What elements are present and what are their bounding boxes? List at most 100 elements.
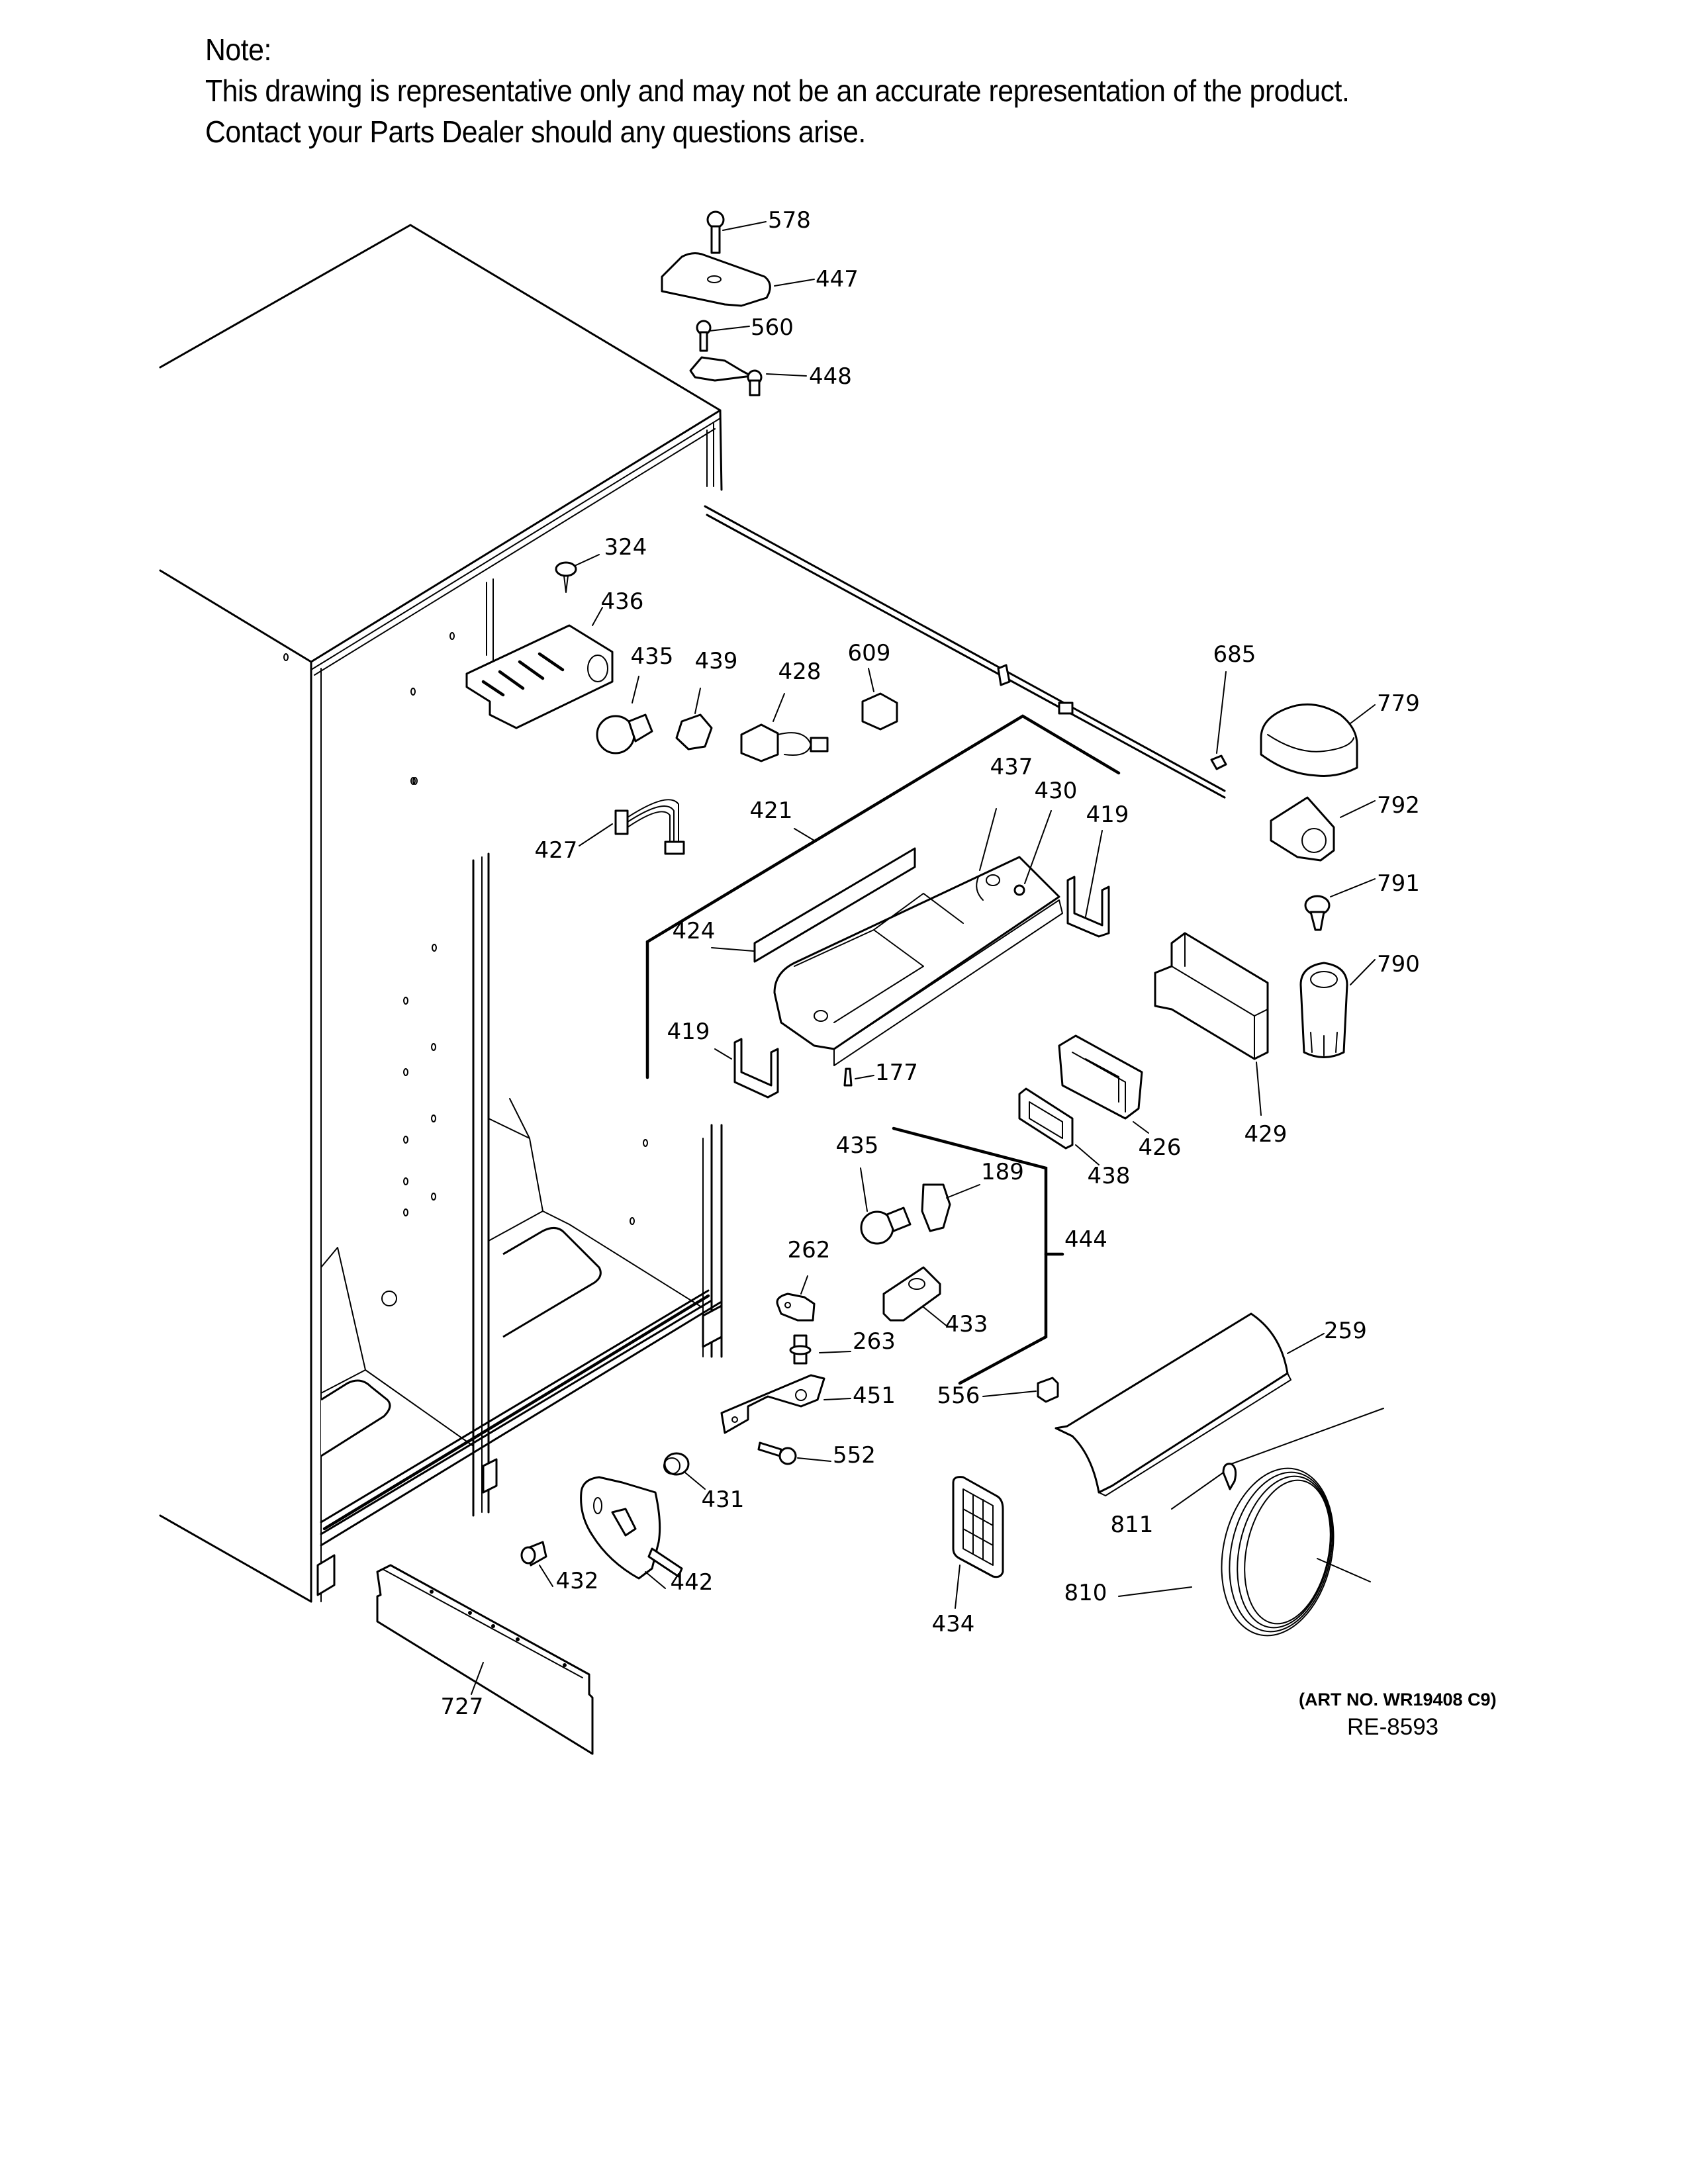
label-189: 189	[981, 1159, 1024, 1185]
label-428: 428	[778, 659, 821, 685]
label-429: 429	[1244, 1121, 1288, 1148]
label-439: 439	[695, 648, 738, 674]
label-451: 451	[853, 1383, 896, 1409]
filter-cover-779	[1260, 703, 1376, 777]
label-434: 434	[932, 1611, 975, 1637]
label-437: 437	[990, 754, 1033, 780]
label-262: 262	[788, 1237, 831, 1263]
cabinet-mounting-holes	[283, 632, 648, 1225]
label-424: 424	[673, 918, 716, 944]
toe-grille-727	[376, 1564, 594, 1755]
housing-429	[1154, 932, 1269, 1116]
label-427: 427	[535, 837, 578, 864]
label-811: 811	[1111, 1512, 1154, 1538]
label-259: 259	[1324, 1318, 1367, 1344]
tubing-coil-810	[1118, 1467, 1371, 1637]
label-448: 448	[809, 363, 852, 390]
screw-552	[757, 1441, 831, 1465]
wire-harness-427	[579, 799, 685, 855]
wire-437	[976, 808, 997, 901]
light-socket-439	[675, 688, 713, 751]
light-socket-189	[921, 1183, 980, 1232]
label-792: 792	[1377, 792, 1420, 819]
cam-262	[776, 1275, 816, 1322]
label-435-upper: 435	[631, 643, 674, 670]
top-hinge-assembly	[661, 210, 815, 396]
label-435-lower: 435	[836, 1132, 879, 1159]
label-790: 790	[1377, 951, 1420, 978]
label-426: 426	[1139, 1134, 1182, 1161]
label-419-right: 419	[1086, 801, 1129, 828]
label-438: 438	[1088, 1163, 1131, 1189]
label-177: 177	[875, 1060, 918, 1086]
light-lens-438	[1018, 1087, 1100, 1165]
filter-head-792	[1270, 796, 1376, 862]
label-436: 436	[601, 588, 644, 615]
clip-419-left	[714, 1038, 779, 1099]
switch-428	[740, 693, 829, 762]
dispenser-assembly-421	[645, 714, 1121, 1099]
clip-419-right	[1066, 830, 1110, 938]
hinge-cover-447	[661, 252, 815, 307]
screw-685	[1210, 671, 1227, 770]
light-shield-436	[465, 607, 614, 729]
label-791: 791	[1377, 870, 1420, 897]
label-779: 779	[1377, 690, 1420, 717]
refrigerator-cabinet	[159, 224, 1226, 1603]
water-filter-790	[1299, 959, 1376, 1058]
dispenser-cover-426	[1058, 1034, 1149, 1134]
hinge-448	[689, 356, 807, 396]
label-432: 432	[556, 1568, 599, 1594]
tubing-811	[1171, 1408, 1384, 1510]
label-430: 430	[1035, 778, 1078, 804]
label-810: 810	[1064, 1580, 1107, 1606]
reference-number: RE-8593	[1347, 1714, 1439, 1740]
water-filter-assembly	[1018, 671, 1376, 1165]
label-419-left: 419	[667, 1019, 710, 1045]
screw-177	[843, 1068, 874, 1087]
note-disclaimer-line: This drawing is representative only and …	[205, 73, 1350, 108]
light-assembly-444	[860, 1126, 1064, 1385]
part-labels: 578 447 560 448 324 436 435 439 428 609 …	[441, 207, 1420, 1720]
cam-plate-442	[580, 1476, 683, 1589]
bushing-431	[663, 1452, 706, 1490]
label-552: 552	[833, 1442, 876, 1469]
label-324: 324	[604, 534, 647, 561]
filter-bypass-791	[1304, 878, 1376, 931]
label-578: 578	[768, 207, 811, 234]
upper-components	[465, 554, 898, 855]
art-number: (ART NO. WR19408 C9)	[1299, 1690, 1497, 1709]
label-421: 421	[750, 797, 793, 824]
nut-430	[1013, 810, 1052, 896]
label-442: 442	[671, 1569, 714, 1596]
label-609: 609	[848, 640, 891, 666]
bottom-right-parts	[952, 1312, 1384, 1637]
light-bulb-435-lower	[860, 1167, 912, 1245]
push-pin-324	[555, 554, 600, 593]
shield-259	[1055, 1312, 1325, 1496]
hinge-451	[720, 1374, 851, 1434]
relay-609	[861, 668, 898, 731]
socket-433	[882, 1266, 949, 1328]
control-board-424	[711, 847, 916, 963]
bushing-432	[520, 1541, 553, 1587]
label-685: 685	[1213, 641, 1256, 668]
note-title: Note:	[205, 32, 271, 67]
screw-578	[706, 210, 767, 254]
label-556: 556	[937, 1383, 980, 1409]
lower-hinge-assembly	[520, 1275, 851, 1589]
label-447: 447	[816, 266, 859, 293]
screw-560	[696, 320, 750, 352]
label-433: 433	[945, 1311, 988, 1338]
label-444: 444	[1064, 1226, 1107, 1253]
label-560: 560	[751, 314, 794, 341]
note-contact-line: Contact your Parts Dealer should any que…	[205, 114, 866, 149]
clip-556	[982, 1377, 1059, 1403]
label-263: 263	[853, 1328, 896, 1355]
label-431: 431	[702, 1486, 745, 1513]
grille-434	[952, 1476, 1004, 1609]
label-727: 727	[441, 1694, 484, 1720]
hinge-pin-263	[789, 1334, 851, 1365]
light-bulb-435	[596, 676, 653, 754]
